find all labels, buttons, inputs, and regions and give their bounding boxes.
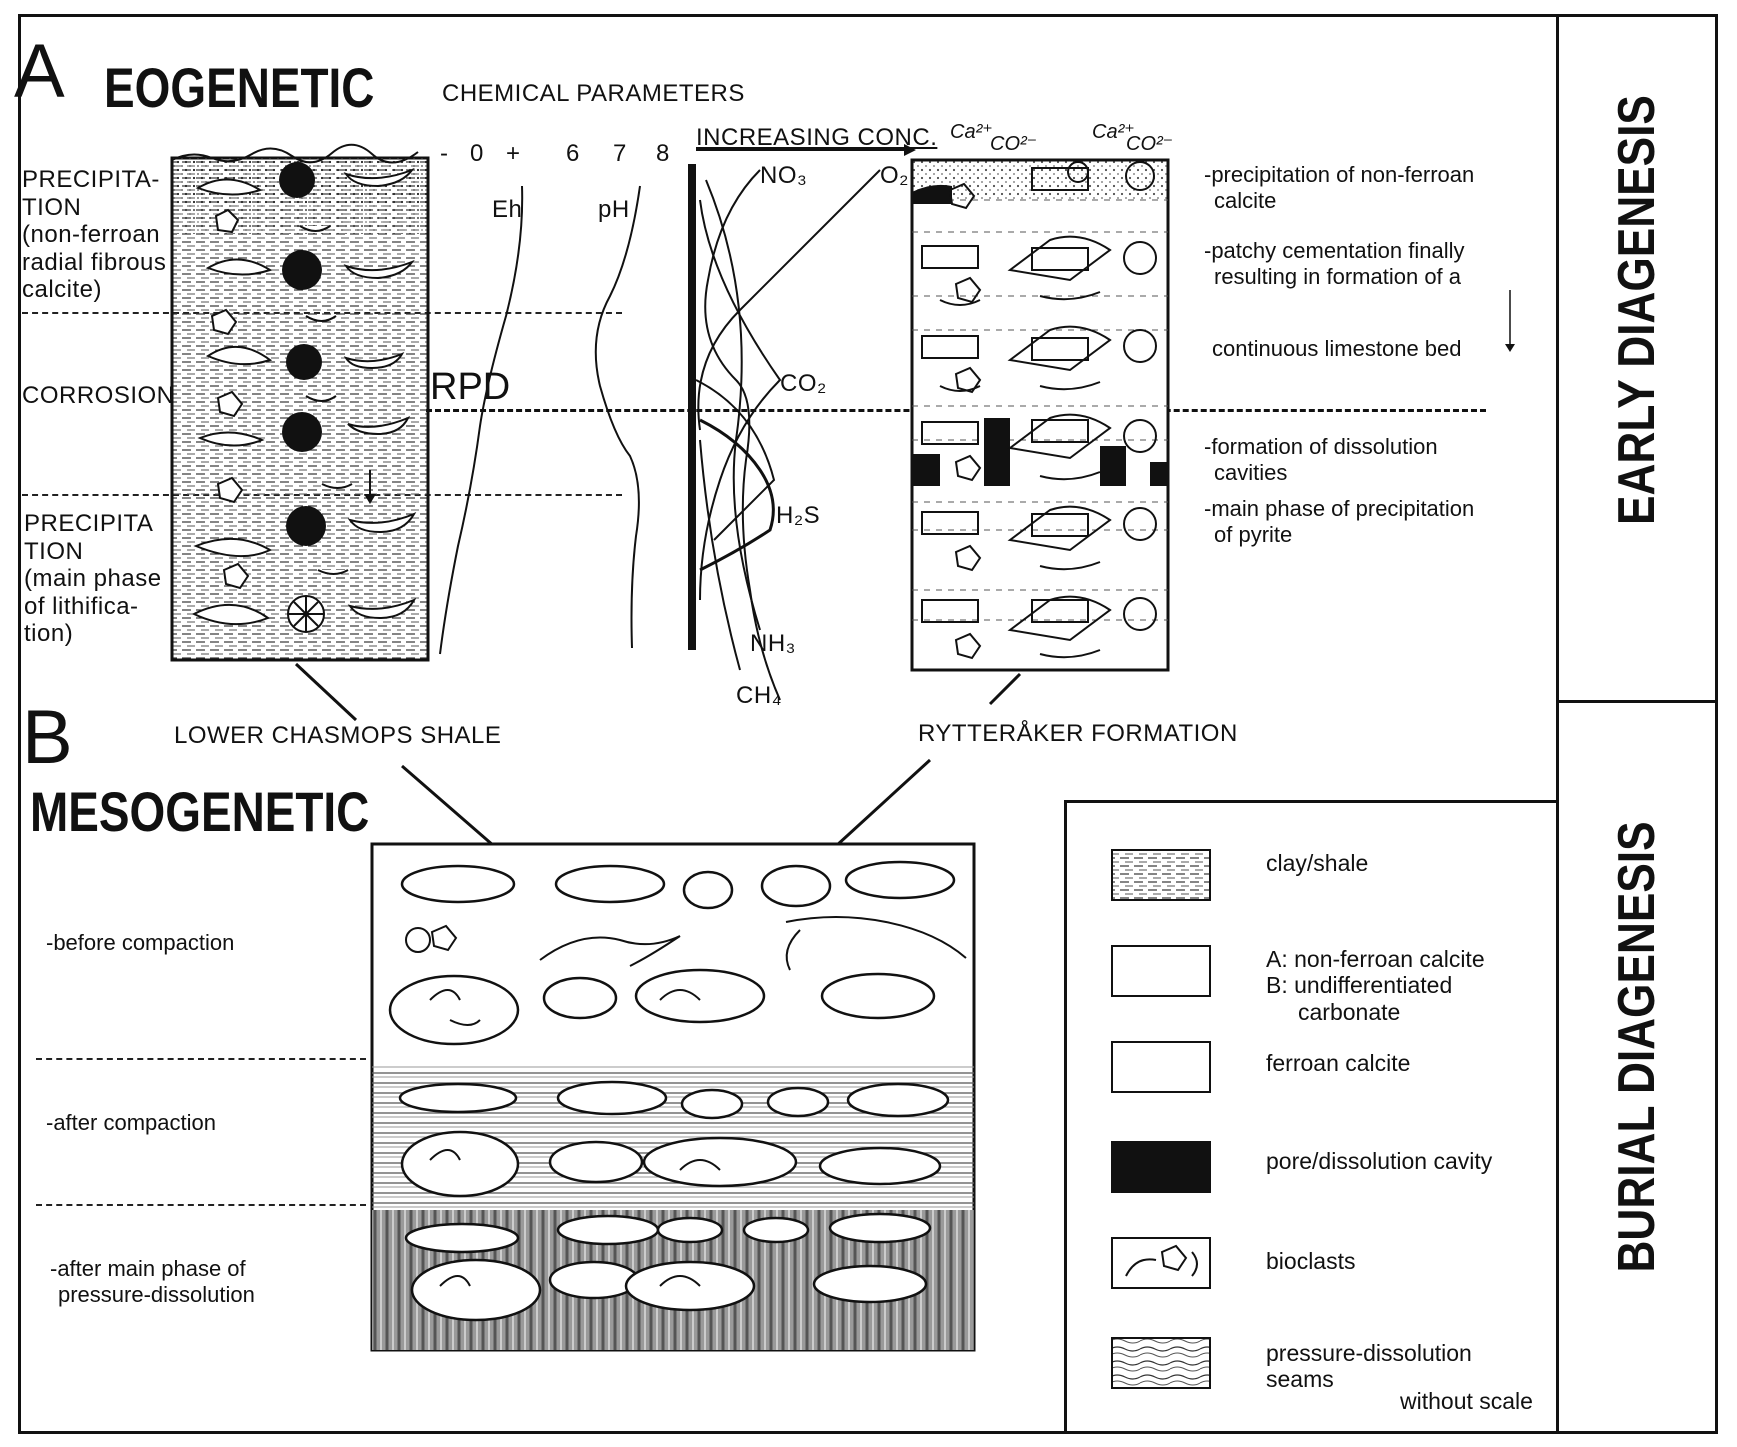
lower-chasmops-shale-label: LOWER CHASMOPS SHALE	[174, 722, 502, 749]
co2-curve	[699, 199, 782, 601]
side-divider	[1556, 14, 1559, 1434]
no3-curve	[704, 169, 781, 701]
panel-b-letter: B	[22, 695, 73, 780]
side-divider-horizontal	[1556, 700, 1718, 703]
legend-label-ferroan: ferroan calcite	[1266, 1050, 1411, 1076]
eh-scale-plus: +	[506, 140, 521, 167]
ph-curve	[594, 185, 641, 649]
legend-label-non-ferroan: A: non-ferroan calcite B: undifferentiat…	[1266, 946, 1485, 1025]
ph-scale-7: 7	[613, 140, 627, 167]
swatch-ferroan	[1111, 1041, 1211, 1093]
swatch-clay-shale	[1111, 849, 1211, 901]
legend	[1064, 800, 1558, 1434]
eh-scale-zero: 0	[470, 140, 484, 167]
rpd-label: RPD	[430, 366, 511, 408]
h2s-label: H₂S	[776, 502, 821, 529]
increasing-conc-label: INCREASING CONC.	[696, 124, 938, 151]
right-label-4: -formation of dissolution cavities	[1204, 434, 1438, 486]
eh-scale-minus: -	[440, 140, 449, 167]
o2-label: O₂	[880, 162, 909, 189]
legend-note: without scale	[1400, 1388, 1533, 1414]
left-label-precipitation-bottom: PRECIPITA TION (main phase of lithifica-…	[24, 510, 162, 648]
ion-ca-1: Ca²⁺	[950, 121, 993, 143]
left-column	[170, 143, 430, 662]
ion-co3-1: CO²⁻	[990, 133, 1038, 155]
dashed-line-b-lower	[36, 1204, 366, 1206]
connector-left-b	[401, 764, 495, 848]
dashed-line-b-upper	[36, 1058, 366, 1060]
right-label-1: -precipitation of non-ferroan calcite	[1204, 162, 1475, 214]
right-label-2: -patchy cementation finally resulting in…	[1204, 238, 1465, 290]
right-label-3: continuous limestone bed	[1212, 336, 1462, 361]
swatch-bioclasts	[1111, 1237, 1211, 1289]
connector-right-b	[834, 758, 932, 848]
ion-ca-2: Ca²⁺	[1092, 121, 1135, 143]
mesogenetic-title: MESOGENETIC	[30, 780, 370, 843]
eh-curve	[439, 185, 524, 655]
figure-frame	[18, 14, 1718, 1434]
panel-a-letter: A	[14, 29, 65, 114]
legend-label-pore: pore/dissolution cavity	[1266, 1148, 1493, 1174]
co2-label: CO₂	[780, 370, 827, 397]
connector-right	[988, 672, 1022, 706]
legend-label-clay: clay/shale	[1266, 850, 1369, 876]
rytterraker-formation-label: RYTTERÅKER FORMATION	[918, 720, 1238, 747]
increasing-arrow-head	[904, 144, 916, 156]
swatch-seams	[1111, 1337, 1211, 1389]
swatch-pore	[1111, 1141, 1211, 1193]
nh3-curve	[705, 179, 761, 631]
left-label-precipitation-top: PRECIPITA- TION (non-ferroan radial fibr…	[22, 166, 167, 304]
connector-left	[294, 662, 358, 722]
stage-before-compaction: -before compaction	[46, 930, 235, 955]
no3-label: NO₃	[760, 162, 808, 189]
stage-after-pressure-dissolution: -after main phase of pressure-dissolutio…	[50, 1256, 255, 1308]
ion-co3-2: CO²⁻	[1126, 133, 1174, 155]
ph-label: pH	[598, 196, 630, 223]
panel-b-column	[370, 842, 976, 1352]
o2-curve	[697, 169, 881, 431]
stage-after-compaction: -after compaction	[46, 1110, 216, 1135]
swatch-non-ferroan	[1111, 945, 1211, 997]
eh-label: Eh	[492, 196, 523, 223]
right-column	[910, 158, 1170, 672]
ph-scale-6: 6	[566, 140, 580, 167]
left-label-corrosion: CORROSION	[22, 382, 175, 409]
legend-label-bioclasts: bioclasts	[1266, 1248, 1356, 1274]
right-label-5: -main phase of precipitation of pyrite	[1204, 496, 1475, 548]
h2s-curve	[695, 379, 776, 541]
ph-scale-8: 8	[656, 140, 670, 167]
ch4-curve	[699, 439, 741, 671]
chemical-parameters-title: CHEMICAL PARAMETERS	[442, 80, 745, 107]
legend-label-seams: pressure-dissolution seams	[1266, 1340, 1472, 1393]
eogenetic-title: EOGENETIC	[104, 56, 375, 119]
